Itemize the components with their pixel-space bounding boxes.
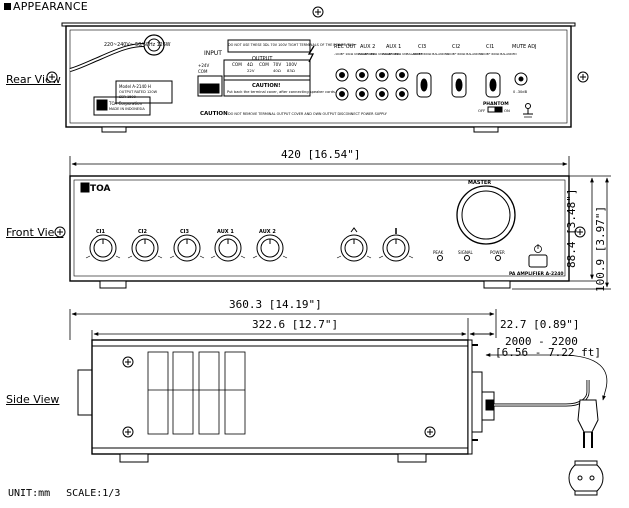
height-dimensions	[512, 175, 611, 290]
square-bullet-icon	[4, 3, 11, 10]
model-plate-line3: SER 1500	[119, 95, 136, 99]
indicator-power: POWER	[490, 250, 505, 255]
phantom-off: OFF	[478, 108, 485, 113]
indicator-signal: SIGNAL	[458, 250, 474, 255]
output-terminal-1: COM	[232, 62, 242, 67]
front-knob-label-ci1: CI1	[96, 229, 106, 235]
protrusion-label: 22.7 [0.89"]	[500, 318, 580, 331]
output-sub-4: 40Ω	[273, 68, 281, 73]
rear-view-text: 220~240V~ 50/60Hz 126W Model A-2140 H OU…	[104, 42, 537, 117]
rear-view-drawing	[46, 6, 589, 133]
depth-body-label: 322.6 [12.7"]	[252, 318, 339, 331]
output-terminal-4: 70V	[273, 62, 281, 67]
front-knob-label-ci2: CI2	[138, 229, 148, 235]
caution-box-text: Put back the terminal cover, after conne…	[227, 90, 336, 94]
input-value-1: +24V	[198, 63, 209, 68]
rec-out-label: REC OUT	[334, 44, 357, 50]
width-dimension	[69, 156, 570, 178]
master-label: MASTER	[468, 180, 491, 186]
output-terminal-5: 100V	[286, 62, 297, 67]
caution-bottom-label: CAUTION	[200, 111, 228, 117]
power-rating-label: 220~240V~ 50/60Hz 126W	[104, 42, 171, 48]
height-total-label: 100.9 [3.97"]	[594, 205, 607, 292]
side-view-drawing	[77, 339, 604, 496]
depth-total-label: 360.3 [14.19"]	[229, 298, 322, 311]
output-label: OUTPUT	[252, 56, 273, 62]
brand-plate-line2: MADE IN INDONESIA	[109, 107, 145, 111]
output-sub-5: 83Ω	[287, 68, 295, 73]
scale-label: SCALE:1/3	[66, 488, 121, 499]
model-plate-line2: OUTPUT RATED 120W	[119, 90, 158, 94]
mute-range-label: 0 -30dB	[513, 90, 528, 94]
height-panel-label: 88.4 [3.48"]	[565, 188, 578, 268]
front-knob-label-aux2: AUX 2	[259, 229, 276, 235]
front-knob-label-aux1: AUX 1	[217, 229, 234, 235]
model-plate-line1: Model A-2140 H	[119, 84, 151, 89]
caution-bottom-text: DO NOT REMOVE TERMINAL OUTPUT COVER AND …	[228, 112, 388, 116]
aux1-sub: -10dB* 10kΩ UNBALANCED	[382, 52, 424, 56]
output-terminal-2: 4Ω	[247, 62, 254, 67]
front-knob-label-ci3: CI3	[180, 229, 190, 235]
cord-length-label: 2000 - 2200	[505, 335, 578, 348]
phantom-on: ON	[504, 108, 510, 113]
front-model-text: PA AMPLIFIER A-2240	[509, 271, 563, 277]
input-label: INPUT	[204, 50, 222, 57]
indicator-peak: PEAK	[433, 250, 444, 255]
side-view-label: Side View	[6, 393, 59, 406]
aux1-label: AUX 1	[386, 44, 401, 50]
front-brand-logo: TOA	[90, 184, 111, 194]
ci3-rear-label: CI3	[418, 44, 426, 50]
brand-plate-line1: TOA Corporation	[108, 101, 143, 106]
phantom-label: PHANTOM	[483, 101, 509, 107]
aux2-sub: -10dB* 10kΩ UNBALANCED	[358, 52, 400, 56]
front-view-text: Front View	[6, 226, 64, 239]
front-view-label: Front View	[6, 226, 63, 239]
ci1-sub: -60dB* 600Ω BALANCED	[480, 52, 517, 56]
front-view-text: TOA MASTER CI1 CI2 CI3 AUX 1 AUX 2 PEAK …	[90, 180, 563, 277]
cord-length-ft-label: [6.56 - 7.22 ft]	[495, 346, 601, 359]
width-dimension-label: 420 [16.54"]	[281, 148, 361, 161]
warning-top-text: DO NOT USE THESE 3DL 70V 100V TIGHT TERM…	[228, 43, 354, 47]
unit-label: UNIT:mm	[8, 488, 51, 499]
output-sub-2: 22V	[247, 68, 255, 73]
ci2-sub: -60dB* 600Ω BALANCED	[446, 52, 483, 56]
input-value-2: COM	[198, 69, 208, 74]
ci3-sub: -60dB* 600Ω BALANCED	[412, 52, 449, 56]
appearance-heading: APPEARANCE	[4, 0, 88, 13]
aux2-label: AUX 2	[360, 44, 375, 50]
front-view-drawing	[54, 175, 586, 289]
ci2-rear-label: CI2	[452, 44, 460, 50]
mute-adj-label: MUTE ADJ	[512, 44, 537, 50]
ci1-rear-label: CI1	[486, 44, 494, 50]
unit-scale-note: UNIT:mm SCALE:1/3	[8, 488, 120, 499]
side-view-text: Side View	[6, 393, 60, 406]
rec-out-sub: -10dB* 10kΩ UNBALANCED	[334, 52, 376, 56]
side-dimensions	[69, 309, 608, 401]
output-terminal-3: COM	[259, 62, 269, 67]
caution-box-title: CAUTION!	[252, 83, 280, 89]
appearance-title: APPEARANCE	[13, 0, 88, 13]
